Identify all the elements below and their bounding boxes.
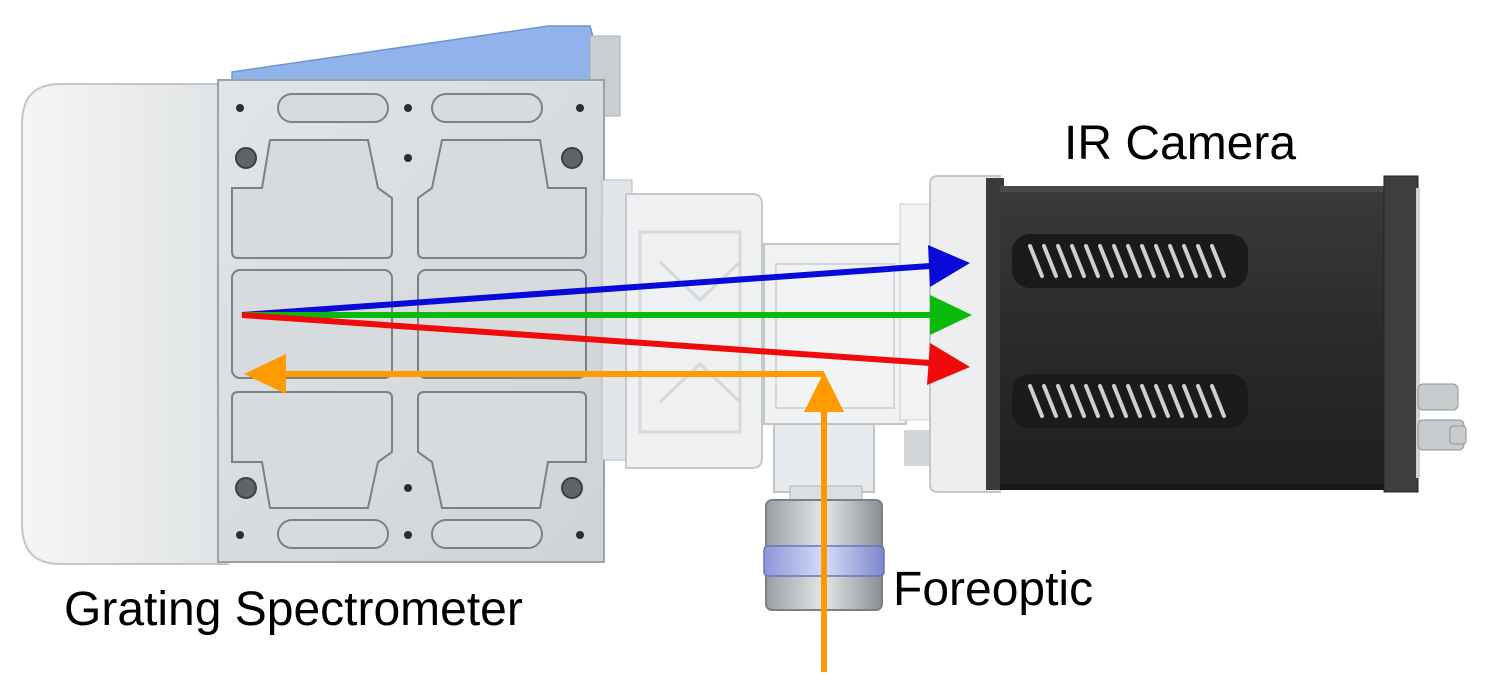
spectrometer-screws: [235, 147, 583, 499]
dispersed-blue-beam: [241, 245, 970, 318]
camera-rear-flange: [1383, 175, 1419, 493]
grating-spectrometer-label: Grating Spectrometer: [64, 583, 523, 636]
adapter-housing: [625, 193, 763, 469]
camera-connectors: [1417, 383, 1467, 451]
camera-vent-top: [1012, 234, 1248, 288]
foreoptic-label: Foreoptic: [893, 563, 1094, 616]
spectrometer-back-housing: [21, 83, 229, 565]
ir-camera: [929, 175, 1467, 493]
spectrometer-pockets: [231, 93, 587, 549]
spectrometer-pins: [236, 104, 584, 539]
spectrometer-top-cover: [231, 25, 606, 81]
ir-camera-label: IR Camera: [1064, 117, 1297, 170]
grating-spectrometer: [21, 25, 621, 565]
dispersed-red-beam: [241, 312, 970, 385]
foreoptic: [601, 179, 937, 611]
camera-body: [1000, 186, 1400, 490]
dispersed-green-beam: [242, 295, 972, 335]
camera-vent-bottom: [1012, 374, 1248, 428]
input-beam: [244, 354, 844, 672]
